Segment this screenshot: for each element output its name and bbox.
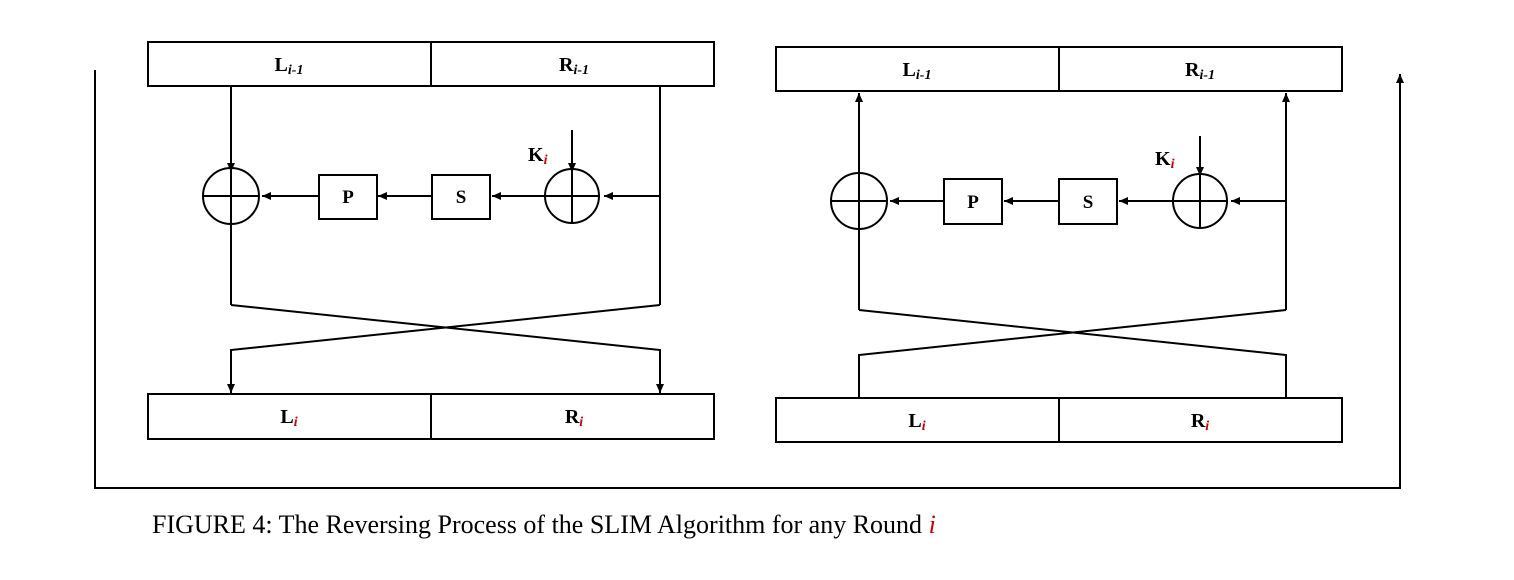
right-bottom-r-label: Ri <box>1191 410 1209 434</box>
left-bottom-r-block <box>430 393 715 440</box>
right-feistel-round: Li-1 Ri-1 Ki S P Li Ri <box>775 46 1343 443</box>
left-feistel-round: Li-1 Ri-1 Ki S P Li <box>147 41 715 440</box>
figure-caption: FIGURE 4: The Reversing Process of the S… <box>152 510 936 539</box>
left-key-label: Ki <box>528 144 548 168</box>
right-top-r-block <box>1058 46 1343 92</box>
right-bottom-r-block <box>1058 397 1343 443</box>
right-bottom-l-label: Li <box>908 410 925 434</box>
feedback-loop-line <box>94 70 1404 489</box>
right-top-l-label: Li-1 <box>903 59 932 83</box>
left-bottom-r-label: Ri <box>565 406 583 430</box>
left-top-r-block <box>430 41 715 87</box>
right-s-box-label: S <box>1083 192 1094 213</box>
right-key-label: Ki <box>1155 148 1175 172</box>
right-top-r-label: Ri-1 <box>1185 59 1215 83</box>
left-p-box-label: P <box>342 187 354 208</box>
left-cross-line-b <box>227 304 661 393</box>
right-cross-line-a <box>858 309 1287 398</box>
right-p-box-label: P <box>967 192 979 213</box>
left-top-r-label: Ri-1 <box>559 54 589 78</box>
right-cross-line-b <box>858 309 1287 398</box>
left-top-l-label: Li-1 <box>275 54 304 78</box>
left-bottom-l-label: Li <box>280 406 297 430</box>
left-s-box-label: S <box>456 187 467 208</box>
left-cross-line-a <box>230 304 664 393</box>
